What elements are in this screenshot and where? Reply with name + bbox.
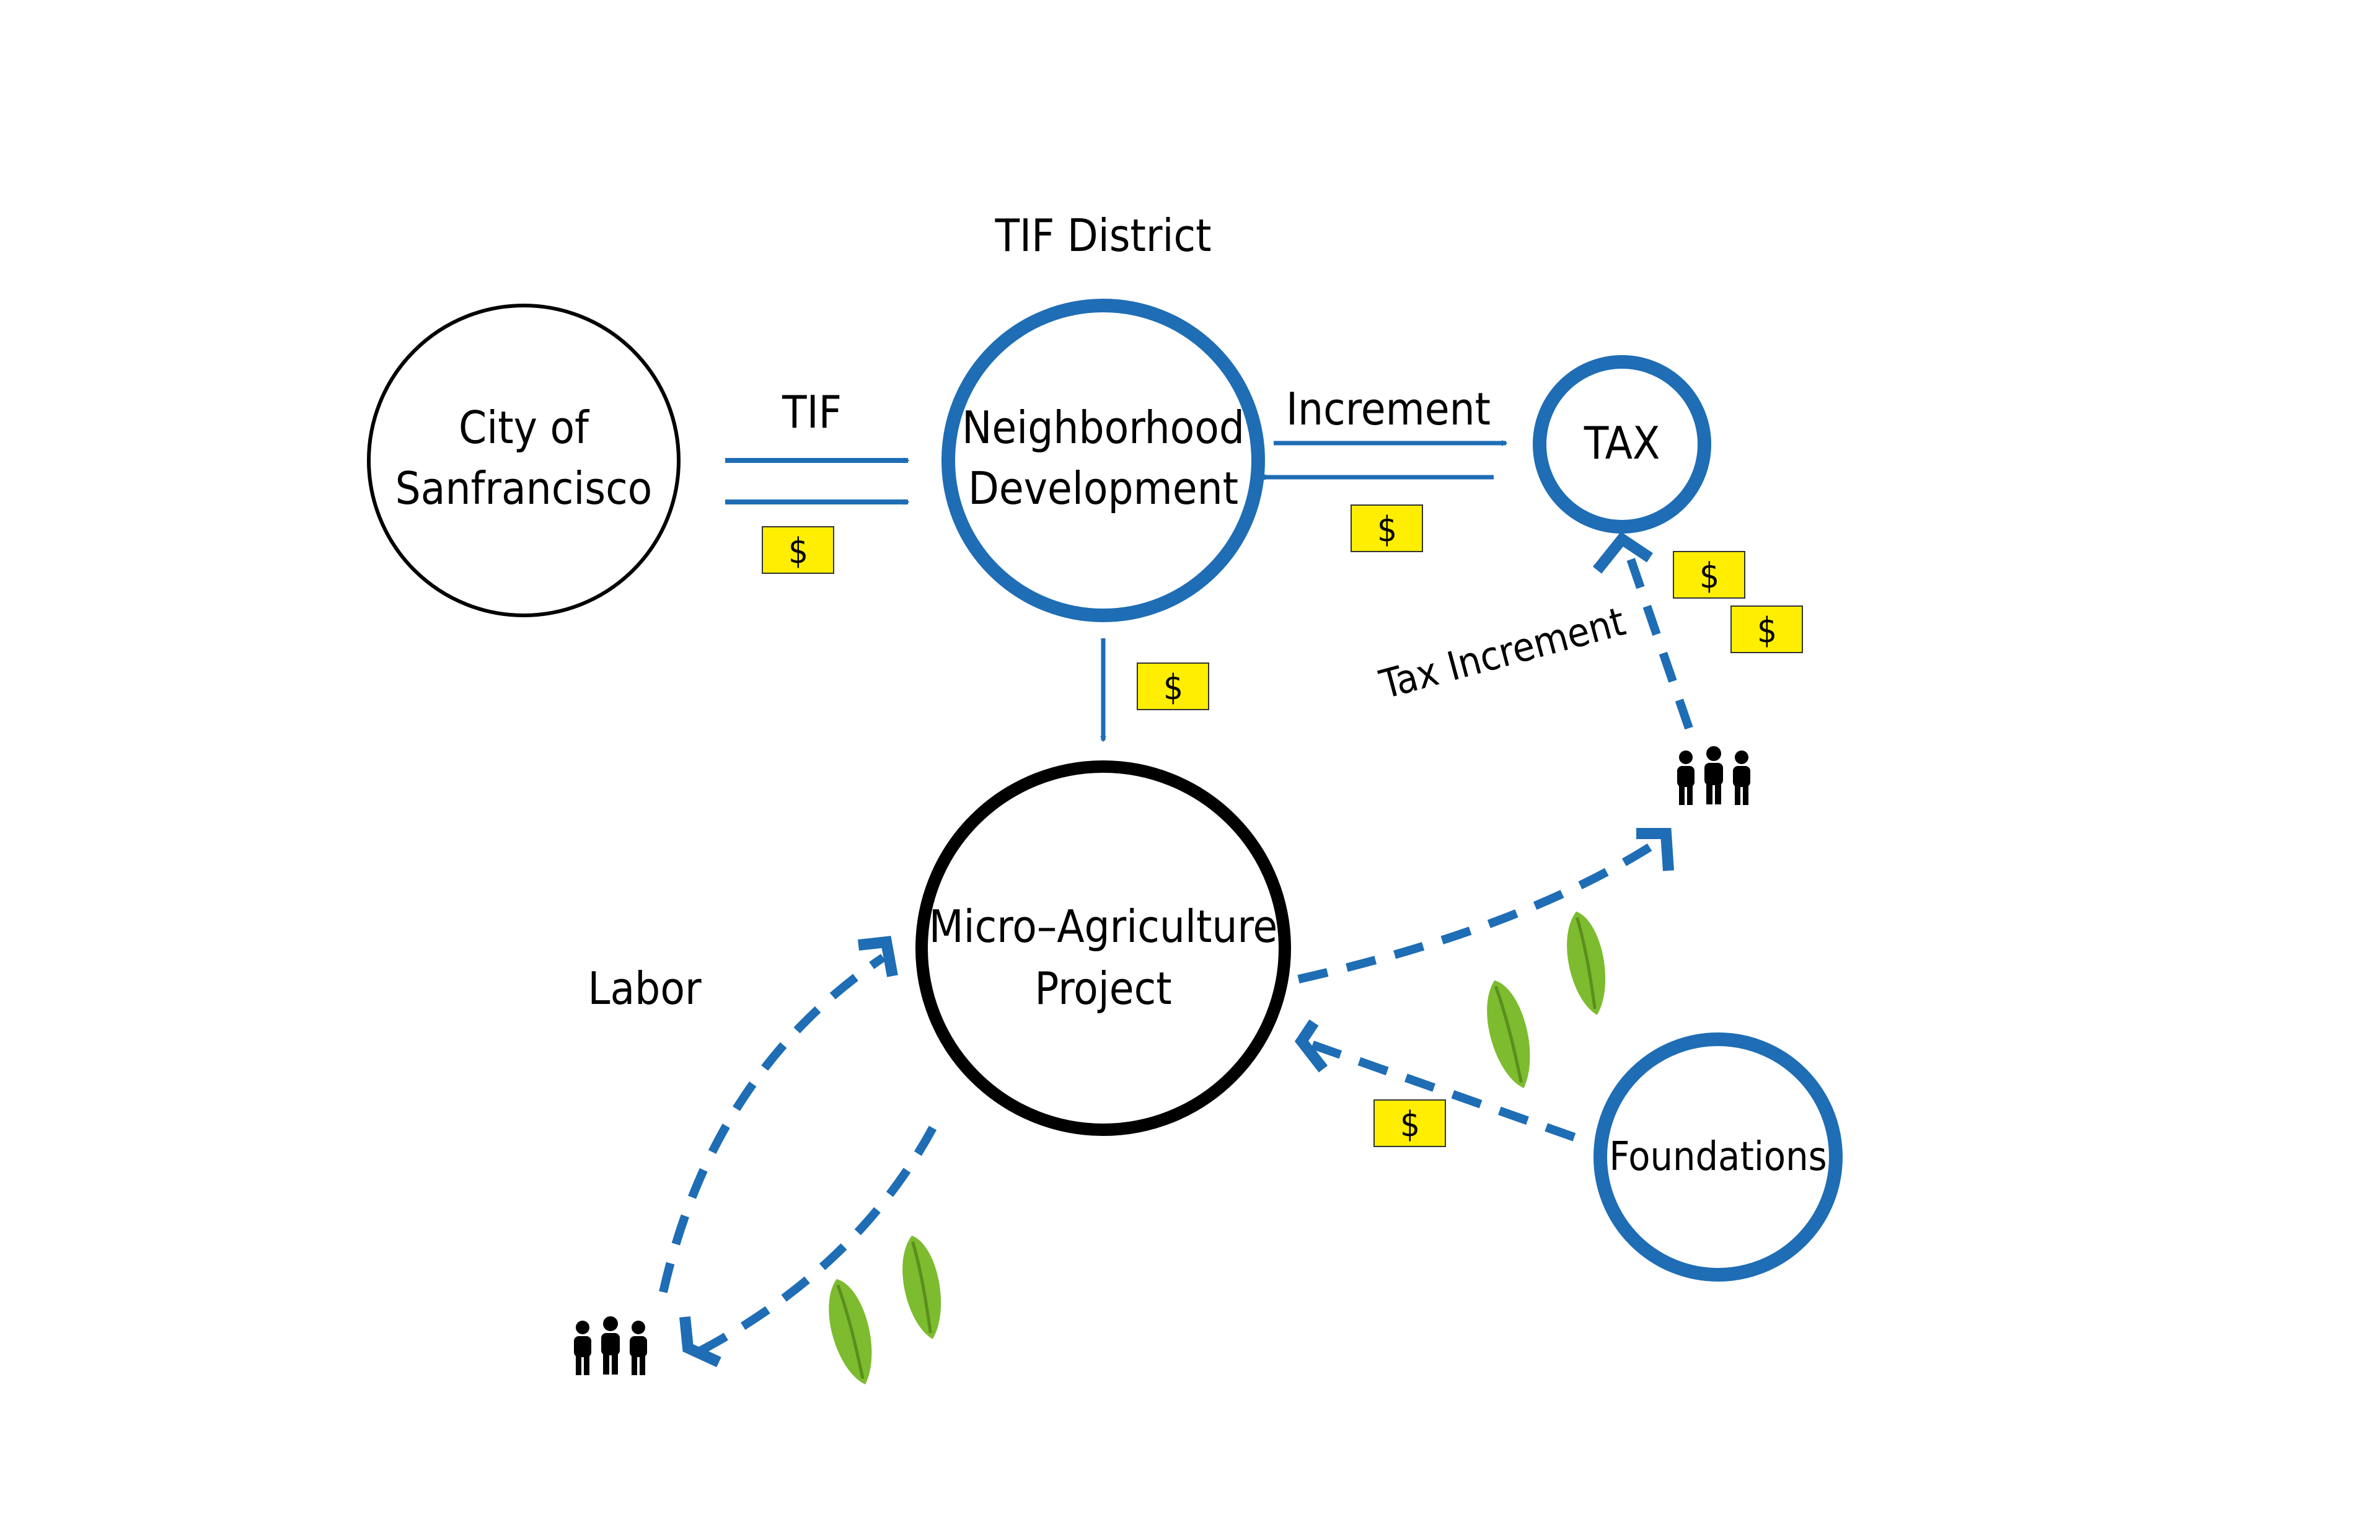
arrow-icon bbox=[1636, 828, 1674, 871]
tif-edge: TIF bbox=[725, 386, 908, 502]
dollar-bill-icon: $ bbox=[1730, 605, 1803, 653]
dollar-bill-icon: $ bbox=[1373, 1099, 1446, 1147]
dollar-bill-icon: $ bbox=[1351, 504, 1423, 552]
micro-agriculture-label-line1: Micro–Agriculture bbox=[929, 900, 1278, 953]
labor-flow bbox=[659, 954, 886, 1293]
people-icon bbox=[574, 1316, 647, 1375]
micro-agriculture-circle bbox=[915, 760, 1291, 1136]
people-icon bbox=[1677, 746, 1750, 805]
svg-text:$: $ bbox=[788, 531, 808, 571]
svg-text:$: $ bbox=[1757, 610, 1777, 651]
lettuce-icon bbox=[829, 1278, 872, 1384]
lettuce-icon bbox=[1487, 980, 1530, 1088]
city-node[interactable]: City of Sanfrancisco bbox=[367, 304, 681, 617]
arrow-icon bbox=[679, 1316, 721, 1368]
tif-label: TIF bbox=[782, 386, 842, 438]
svg-text:$: $ bbox=[1699, 556, 1719, 596]
arrow-icon bbox=[1592, 531, 1653, 574]
tax-increment-flow bbox=[1620, 537, 1693, 730]
lettuce-icon bbox=[1567, 911, 1606, 1015]
dashed-arrowheads bbox=[679, 531, 1674, 1368]
lettuce-icon bbox=[902, 1235, 941, 1339]
neighborhood-circle bbox=[941, 299, 1265, 622]
dollar-bill-icon: $ bbox=[1673, 551, 1745, 599]
dashed-flows bbox=[659, 537, 1693, 1358]
svg-text:$: $ bbox=[1163, 667, 1183, 708]
neighborhood-label-line2: Development bbox=[968, 462, 1238, 514]
produce-to-community-flow bbox=[1297, 842, 1654, 983]
city-circle bbox=[367, 304, 681, 617]
dollar-bill-icon: $ bbox=[762, 526, 834, 574]
neighborhood-node[interactable]: Neighborhood Development bbox=[941, 299, 1265, 622]
labor-label: Labor bbox=[588, 962, 702, 1014]
foundations-label: Foundations bbox=[1609, 1134, 1827, 1180]
foundations-circle bbox=[1593, 1032, 1843, 1282]
foundations-node[interactable]: Foundations bbox=[1593, 1032, 1843, 1282]
svg-text:$: $ bbox=[1400, 1104, 1420, 1145]
tax-circle bbox=[1533, 355, 1711, 534]
produce-to-labor-flow bbox=[692, 1125, 937, 1358]
svg-text:$: $ bbox=[1377, 509, 1397, 550]
increment-label: Increment bbox=[1286, 383, 1491, 435]
arrow-icon bbox=[1294, 1019, 1328, 1073]
money-badges: $ $ $ $ $ $ bbox=[762, 504, 1803, 1147]
tax-increment-label: Tax Increment bbox=[1375, 599, 1630, 708]
tax-node[interactable]: TAX bbox=[1533, 355, 1711, 534]
city-label-line1: City of bbox=[459, 402, 590, 454]
diagram-title: TIF District bbox=[994, 209, 1211, 262]
city-label-line2: Sanfrancisco bbox=[395, 462, 653, 514]
increment-edge: Increment bbox=[1261, 383, 1506, 477]
tax-label: TAX bbox=[1584, 417, 1660, 469]
arrow-icon bbox=[858, 936, 898, 977]
micro-agriculture-node[interactable]: Micro–Agriculture Project bbox=[915, 760, 1291, 1136]
dollar-bill-icon: $ bbox=[1137, 662, 1209, 710]
neighborhood-label-line1: Neighborhood bbox=[962, 402, 1245, 454]
micro-agriculture-label-line2: Project bbox=[1034, 962, 1171, 1014]
